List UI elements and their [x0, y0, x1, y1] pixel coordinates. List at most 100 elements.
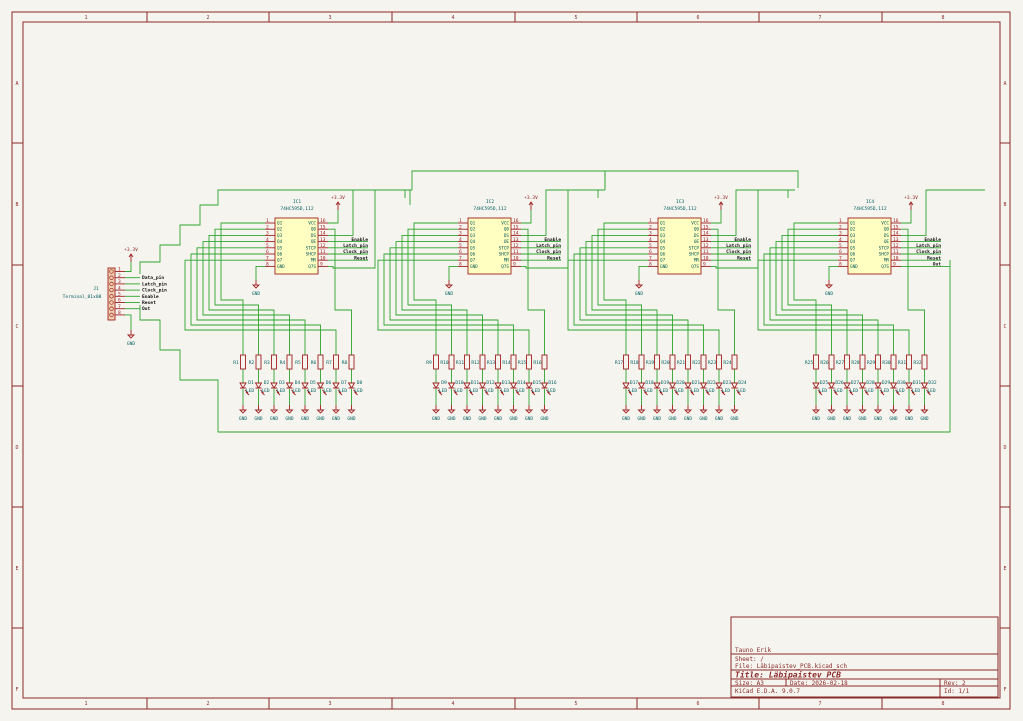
ground-icon [238, 405, 248, 414]
column-label: 7 [818, 15, 821, 21]
sheet-id: Id: 1/1 [944, 688, 970, 695]
led-ref: D8 [357, 380, 363, 386]
net-label-clock-pin: Clock_pin [536, 249, 561, 255]
wire [139, 189, 411, 274]
led-value: LED [865, 388, 874, 394]
pin-number: 6 [266, 249, 269, 255]
resistor-ref: R3 [264, 360, 270, 366]
net-label-data-pin: Data_pin [142, 275, 164, 281]
pin-name: OE [694, 239, 700, 245]
led-icon [447, 382, 458, 396]
led-icon [653, 382, 664, 396]
column-label: 2 [206, 15, 209, 21]
pin-number: 16 [893, 218, 899, 224]
ground-icon [462, 405, 472, 414]
pin-number: 12 [893, 243, 899, 249]
led-value: LED [850, 388, 859, 394]
wires [125, 170, 985, 433]
led-ref: D32 [928, 380, 937, 386]
ground-icon [668, 405, 677, 414]
resistor-r31 [906, 354, 912, 370]
wire [395, 241, 483, 355]
pin-number: 10 [703, 255, 709, 261]
ground-icon [889, 405, 898, 414]
ground-icon [126, 330, 136, 339]
pin-name: MR [694, 258, 700, 264]
row-label: D [15, 445, 18, 451]
wire [585, 241, 673, 355]
led-ref: D27 [851, 380, 860, 386]
led-ref: D25 [820, 380, 829, 386]
wire [448, 265, 458, 280]
wire [901, 210, 912, 224]
pin-number: 7 [839, 255, 842, 261]
ground-icon [827, 405, 836, 414]
ground-label: GND [270, 416, 278, 422]
resistor-ref: R6 [311, 360, 317, 366]
ground-icon [904, 405, 914, 414]
pin-name: VCC [691, 221, 699, 227]
pin-number: 3 [459, 231, 462, 237]
pin-number: 2 [839, 224, 842, 230]
pin-name: OE [504, 239, 510, 245]
wire [383, 253, 514, 355]
pin-number: 12 [513, 243, 519, 249]
column-label: 1 [84, 701, 87, 707]
wire [711, 228, 735, 355]
ground-icon [540, 405, 549, 414]
wire [793, 222, 838, 355]
ground-label: GND [301, 416, 309, 422]
ic-ref: IC1 [293, 199, 302, 205]
wire [781, 234, 848, 355]
ground-icon [300, 405, 310, 414]
pin-number: 6 [459, 249, 462, 255]
pin-number: 3 [266, 231, 269, 237]
ground-icon [811, 405, 821, 414]
resistor-r21 [685, 354, 691, 370]
pin-name: Q7S [308, 264, 316, 270]
connector-ref: J1 [93, 286, 99, 292]
led-icon [637, 382, 648, 396]
ground-label: GND [445, 291, 453, 297]
led-value: LED [246, 388, 255, 394]
ic-body-ic3 [657, 217, 702, 275]
pin-name: Q4 [850, 239, 856, 245]
led-ref: D2 [264, 380, 270, 386]
resistor-r19 [654, 354, 660, 370]
led-value: LED [470, 388, 479, 394]
pin-number: 12 [703, 243, 709, 249]
ground-icon [683, 405, 693, 414]
pin-number: 5 [649, 243, 652, 249]
led-icon [254, 382, 265, 396]
pin-name: Q0 [311, 227, 317, 233]
column-label: 5 [574, 15, 577, 21]
pin-number: 9 [703, 262, 706, 268]
led-ref: D1 [248, 380, 254, 386]
column-label: 7 [818, 701, 821, 707]
resistor-ref: R15 [518, 360, 527, 366]
pin-number: 7 [649, 255, 652, 261]
pin-number: 5 [839, 243, 842, 249]
led-icon [463, 382, 474, 396]
pin-number: 9 [320, 262, 323, 268]
pin-name: Q7S [691, 264, 699, 270]
connector-pin-icon [109, 312, 114, 318]
led-value: LED [912, 388, 921, 394]
pin-name: SHCP [306, 252, 317, 258]
ground-icon [634, 280, 644, 289]
power-arrow-icon [335, 201, 341, 210]
led-ref: D19 [661, 380, 670, 386]
led-icon [843, 382, 854, 396]
column-label: 4 [451, 701, 454, 707]
pin-name: Q7 [850, 258, 856, 264]
ic-body-ic1 [274, 217, 319, 275]
net-label-reset: Reset [142, 300, 156, 306]
ground-icon [509, 405, 518, 414]
led-icon [874, 382, 885, 396]
ground-label: GND [843, 416, 851, 422]
ground-icon [478, 405, 487, 414]
resistor-r3 [271, 354, 277, 370]
net-label-reset: Reset [927, 255, 941, 261]
ground-label: GND [127, 341, 135, 347]
resistor-ref: R28 [851, 360, 860, 366]
